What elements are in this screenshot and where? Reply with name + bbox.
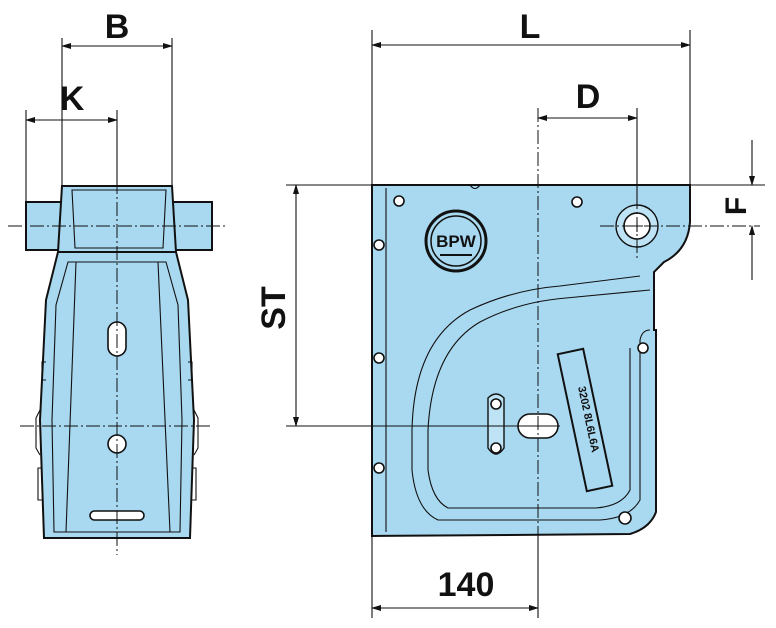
dim-label-k: K	[60, 80, 85, 118]
dim-label-l: L	[520, 8, 541, 46]
front-hole-left-1	[373, 239, 385, 251]
link-lug	[487, 393, 505, 455]
front-hole-top-mid	[571, 196, 583, 208]
dim-label-f: F	[720, 197, 753, 215]
bpw-logo: BPW	[424, 209, 488, 273]
front-hole-left-3	[373, 462, 385, 474]
front-view: BPW 3202 8L6L6A	[255, 8, 765, 618]
logo-text: BPW	[436, 232, 477, 251]
dim-label-d: D	[576, 78, 601, 116]
dim-label-st: ST	[255, 286, 293, 330]
front-main-plate	[371, 184, 691, 538]
dim-label-140: 140	[438, 566, 495, 604]
dim-label-b: B	[105, 8, 130, 46]
front-hole-left-2	[373, 352, 385, 364]
front-hole-right-1	[637, 342, 649, 354]
side-view: B K	[8, 8, 226, 555]
front-hole-top-left	[393, 195, 405, 207]
front-hole-bottom-right	[618, 511, 632, 525]
